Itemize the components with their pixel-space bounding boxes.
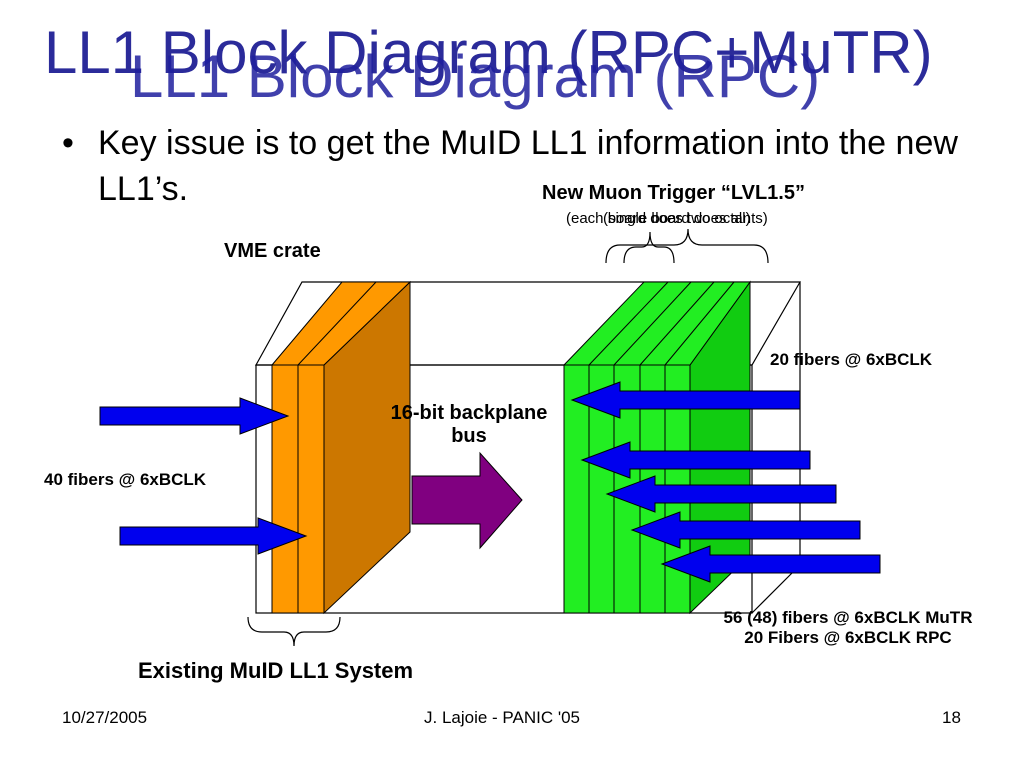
new-trigger-subtitle-overlay: (single board does all) bbox=[603, 210, 751, 227]
footer-author: J. Lajoie - PANIC '05 bbox=[424, 708, 580, 727]
braces bbox=[247, 228, 769, 647]
arrow-left-icon bbox=[580, 441, 811, 479]
brace-top-inner bbox=[623, 231, 675, 264]
slide-title: LL1 Block Diagram (RPC+MuTR) bbox=[44, 19, 933, 86]
fibers-top-right-label: 20 fibers @ 6xBCLK bbox=[770, 350, 933, 369]
backplane-label-line1: 16-bit backplane bbox=[390, 402, 548, 424]
arrow-left-icon bbox=[570, 381, 801, 419]
fibers-bottom-line1: 56 (48) fibers @ 6xBCLK MuTR bbox=[723, 608, 973, 627]
brace-bottom bbox=[247, 616, 341, 647]
arrow-left-icon bbox=[605, 475, 837, 513]
backplane-label: 16-bit backplane bus bbox=[372, 402, 566, 448]
bullet-dot-icon: • bbox=[62, 124, 74, 162]
muid-input-arrows bbox=[99, 397, 308, 555]
new-trigger-title: New Muon Trigger “LVL1.5” bbox=[542, 182, 805, 204]
vme-crate-label: VME crate bbox=[224, 240, 321, 262]
muid-boards bbox=[270, 280, 412, 615]
fibers-bottom-label: 56 (48) fibers @ 6xBCLK MuTR 20 Fibers @… bbox=[700, 608, 996, 648]
footer-date: 10/27/2005 bbox=[62, 708, 148, 727]
arrow-right-icon bbox=[99, 397, 290, 435]
footer-page-number: 18 bbox=[942, 708, 961, 727]
arrow-right-icon bbox=[411, 451, 523, 550]
brace-top-outer bbox=[605, 228, 769, 264]
arrow-left-icon bbox=[630, 511, 861, 549]
slide-title-overlay: LL1 Block Diagram (RPC) bbox=[130, 43, 821, 110]
arrow-left-icon bbox=[660, 545, 881, 583]
bullet-text: Key issue is to get the MuID LL1 informa… bbox=[98, 124, 958, 208]
new-trigger-subtitle: (each board does two octants) bbox=[566, 210, 768, 227]
arrow-right-icon bbox=[119, 517, 308, 555]
backplane-label-line2: bus bbox=[451, 425, 487, 447]
fibers-bottom-line2: 20 Fibers @ 6xBCLK RPC bbox=[744, 628, 952, 647]
bullet-item: • Key issue is to get the MuID LL1 infor… bbox=[62, 120, 992, 212]
existing-system-label: Existing MuID LL1 System bbox=[138, 658, 414, 683]
backplane-arrow bbox=[411, 451, 523, 550]
trigger-input-arrows bbox=[570, 381, 881, 583]
fibers-left-label: 40 fibers @ 6xBCLK bbox=[44, 470, 207, 489]
